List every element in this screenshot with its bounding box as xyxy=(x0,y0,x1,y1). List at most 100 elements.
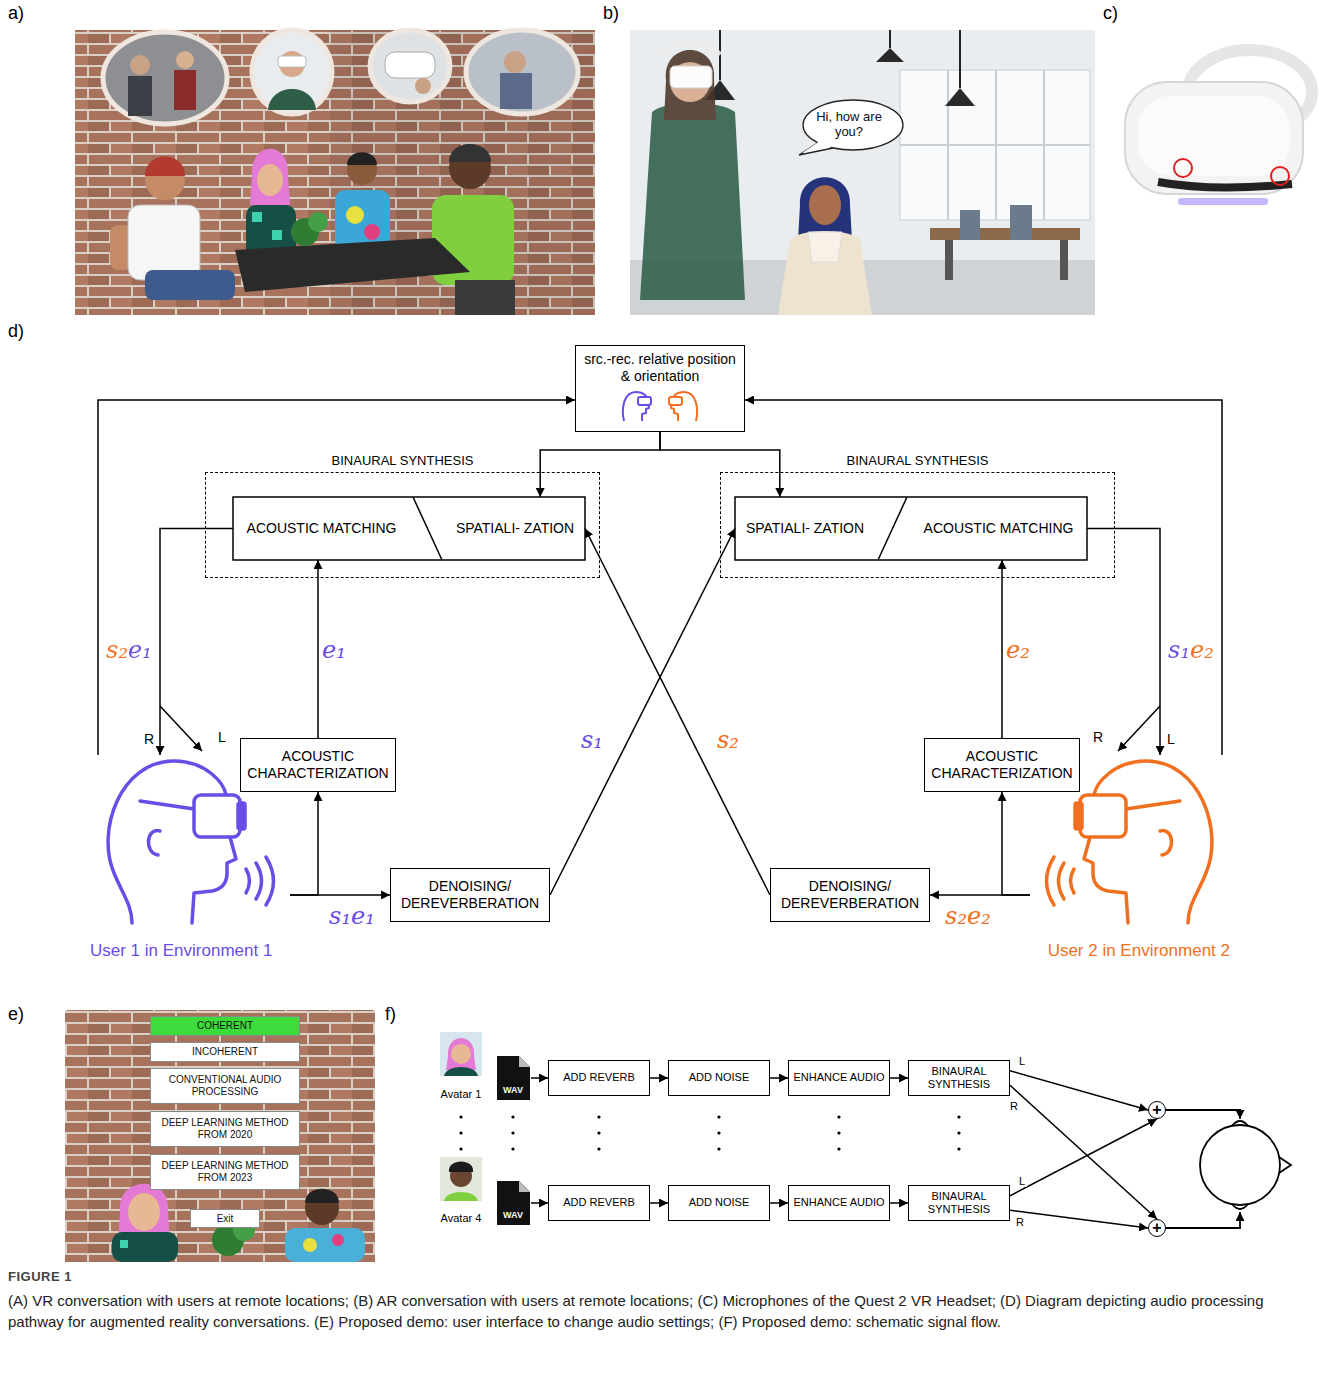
menu-button-text: DEEP LEARNING METHOD FROM 2023 xyxy=(154,1160,296,1184)
edge-label: s₁e₂ xyxy=(1166,637,1216,663)
listener-head-symbol xyxy=(1232,1121,1248,1126)
sum-junction: + xyxy=(1148,1219,1166,1237)
ellipsis-dots xyxy=(459,1147,462,1150)
edge-label: s₂ xyxy=(715,727,741,753)
vr-scene-illustration xyxy=(103,32,227,124)
connector xyxy=(650,1202,668,1204)
edge-label-text: e₁ xyxy=(322,637,346,663)
acoustic-matching-block: ACOUSTIC MATCHING xyxy=(233,497,410,560)
connector xyxy=(290,792,318,895)
user-figure: User 1 in Environment 1 xyxy=(90,755,290,965)
vr-scene-illustration xyxy=(278,56,306,67)
sum-junction-text: + xyxy=(1152,1102,1161,1118)
menu-button: DEEP LEARNING METHOD FROM 2023 xyxy=(150,1154,300,1190)
menu-button-text: INCOHERENT xyxy=(192,1046,258,1058)
user-figure-text: User 1 in Environment 1 xyxy=(90,941,290,961)
ear-label: R xyxy=(1093,730,1103,745)
menu-button: INCOHERENT xyxy=(150,1042,300,1062)
ellipsis-dots xyxy=(717,1115,720,1118)
avatar-thumbnail xyxy=(451,1044,471,1064)
exit-button-text: Exit xyxy=(217,1213,234,1225)
edge-label: L xyxy=(1017,1055,1027,1067)
vr-scene-illustration xyxy=(500,73,532,109)
ar-office-illustration xyxy=(960,205,1032,240)
ellipsis-dots xyxy=(511,1115,514,1118)
vr-scene-illustration xyxy=(449,144,491,162)
ar-office-illustration xyxy=(705,48,975,106)
acoustic-matching-block: ACOUSTIC MATCHING xyxy=(910,497,1087,560)
vr-headset-photo xyxy=(1178,198,1268,205)
connector xyxy=(1087,529,1160,756)
ellipsis-dots xyxy=(597,1147,600,1150)
processing-box: ENHANCE AUDIO xyxy=(788,1060,890,1096)
processing-box: BINAURAL SYNTHESIS xyxy=(908,1060,1010,1096)
ellipsis-dots xyxy=(459,1115,960,1150)
edge-label: e₁ xyxy=(320,637,348,663)
vr-scene-illustration xyxy=(335,190,390,250)
listener-head-symbol xyxy=(1232,1204,1248,1209)
connector xyxy=(1010,1119,1157,1196)
ellipsis-dots xyxy=(717,1147,720,1150)
ar-office-illustration xyxy=(630,30,1095,315)
spatialization-block: SPATIALI- ZATION xyxy=(735,497,875,560)
synthesis-box-outline xyxy=(233,497,585,560)
edge-label-text: s₂e₂ xyxy=(945,903,991,929)
avatar-thumbnail xyxy=(444,1067,478,1076)
connector xyxy=(770,1202,788,1204)
connector xyxy=(290,894,390,896)
ellipsis-dots xyxy=(597,1131,600,1134)
sum-junction-text: + xyxy=(1152,1220,1161,1236)
edge-label-text: s₂ xyxy=(717,727,739,753)
connector xyxy=(1010,1210,1148,1228)
processing-box: ADD REVERB xyxy=(548,1185,650,1221)
ui-scene-illustration xyxy=(305,1189,339,1203)
edge-label-text: L xyxy=(1019,1055,1025,1067)
ellipsis-dots xyxy=(597,1115,600,1118)
ar-office-illustration xyxy=(809,185,841,225)
ar-office-illustration xyxy=(630,30,1095,315)
vr-headset-photo xyxy=(1125,50,1312,205)
connector xyxy=(531,1202,548,1204)
user-figure: User 2 in Environment 2 xyxy=(1030,755,1230,965)
menu-button: DEEP LEARNING METHOD FROM 2020 xyxy=(150,1111,300,1147)
ar-office-illustration xyxy=(664,50,716,120)
ar-office-illustration xyxy=(1060,240,1068,280)
panel-letter: f) xyxy=(385,1005,396,1025)
ellipsis-dots xyxy=(837,1115,840,1118)
speech-bubble-text: Hi, how are you? xyxy=(809,110,889,140)
pose-box-icons xyxy=(618,388,702,424)
menu-button: COHERENT xyxy=(150,1016,300,1036)
synthesis-box-outline xyxy=(233,497,1087,560)
spatialization-block-text: SPATIALI- ZATION xyxy=(456,520,574,537)
figure-caption: (A) VR conversation with users at remote… xyxy=(8,1290,1308,1332)
vr-scene-illustration xyxy=(415,78,431,94)
edge-label-text: L xyxy=(1019,1175,1025,1187)
synthesis-box-outline xyxy=(735,497,1087,560)
processing-box: BINAURAL SYNTHESIS xyxy=(908,1185,1010,1221)
vr-scene-illustration xyxy=(466,30,578,114)
panel-letter: a) xyxy=(8,4,24,24)
vr-scene-illustration xyxy=(455,280,515,315)
edge-label: e₂ xyxy=(1004,637,1032,663)
vr-scene-illustration xyxy=(252,212,262,222)
ar-office-illustration xyxy=(798,177,852,240)
listener-head-symbol xyxy=(1166,1110,1291,1228)
ui-scene-illustration xyxy=(65,1010,375,1262)
ar-office-illustration xyxy=(640,44,745,300)
connector xyxy=(540,432,660,497)
vr-scene-illustration xyxy=(75,30,595,315)
sum-junction: + xyxy=(1148,1101,1166,1119)
user-figure-graphic xyxy=(1030,755,1230,925)
panel-letter: e) xyxy=(8,1005,24,1025)
connector xyxy=(890,1202,908,1204)
processing-box-text: ADD REVERB xyxy=(563,1071,635,1084)
edge-label: s₂e₂ xyxy=(943,903,993,929)
binaural-synthesis-group-text: BINAURAL SYNTHESIS xyxy=(205,452,600,470)
characterization-box-text: ACOUSTIC CHARACTERIZATION xyxy=(245,748,391,782)
ear-branch-arrow xyxy=(1118,706,1160,751)
edge-label: L xyxy=(1017,1175,1027,1187)
panel-letter: b) xyxy=(603,4,619,24)
listener-head-symbol xyxy=(1279,1157,1291,1173)
ar-office-illustration xyxy=(670,66,712,88)
ar-office-illustration xyxy=(660,44,720,55)
